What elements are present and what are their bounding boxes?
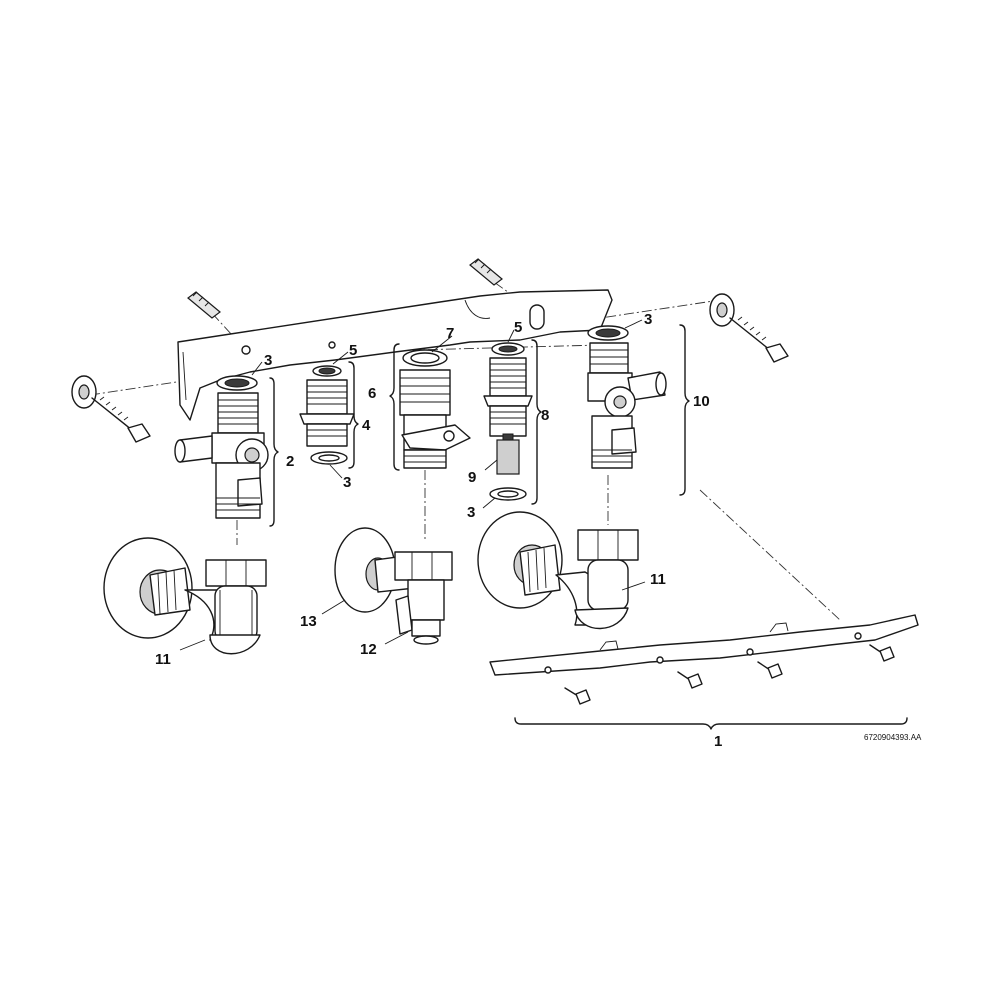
- screw-left: [71, 375, 151, 443]
- grouping-brackets: [269, 324, 908, 730]
- mounting-rail: [489, 614, 919, 676]
- mounting-plate: [177, 289, 613, 421]
- centre-stop-valve: [334, 527, 453, 645]
- callout-6: 6: [368, 385, 376, 402]
- callout-11: 11: [650, 571, 666, 588]
- callout-3: 3: [264, 352, 272, 369]
- callout-13: 13: [300, 613, 317, 630]
- wall-plug-left: [187, 291, 221, 319]
- rail-screw-3: [757, 661, 783, 679]
- screw-right: [709, 293, 789, 363]
- drawing-reference-number: 6720904393.AA: [864, 733, 922, 742]
- callout-5: 5: [349, 342, 357, 359]
- coupling-assembly-right: [483, 342, 533, 501]
- coupling-assembly: [299, 365, 355, 465]
- callout-3: 3: [343, 474, 351, 491]
- left-elbow-pipe: [103, 537, 267, 655]
- central-valve-assembly: [399, 349, 471, 469]
- callout-3: 3: [644, 311, 652, 328]
- rail-screw-2: [677, 671, 703, 689]
- callout-labels: 3 2 5 4 3 6 7 5 8 9 3 3 10 11 11 13 12 1: [155, 311, 722, 750]
- left-valve-assembly: [174, 375, 269, 519]
- callout-9: 9: [468, 469, 476, 486]
- right-valve-assembly: [587, 325, 667, 469]
- wall-plug-right: [469, 258, 503, 286]
- rail-screw-1: [564, 687, 591, 705]
- callout-2: 2: [286, 453, 294, 470]
- callout-1: 1: [714, 733, 722, 750]
- leader-lines: [179, 319, 646, 651]
- callout-3: 3: [467, 504, 475, 521]
- callout-12: 12: [360, 641, 377, 658]
- callout-4: 4: [362, 417, 371, 434]
- right-elbow-pipe: [477, 511, 639, 630]
- rail-screw-4: [869, 644, 895, 662]
- callout-11: 11: [155, 651, 171, 668]
- callout-5: 5: [514, 319, 522, 336]
- callout-7: 7: [446, 325, 454, 342]
- callout-10: 10: [693, 393, 710, 410]
- callout-8: 8: [541, 407, 549, 424]
